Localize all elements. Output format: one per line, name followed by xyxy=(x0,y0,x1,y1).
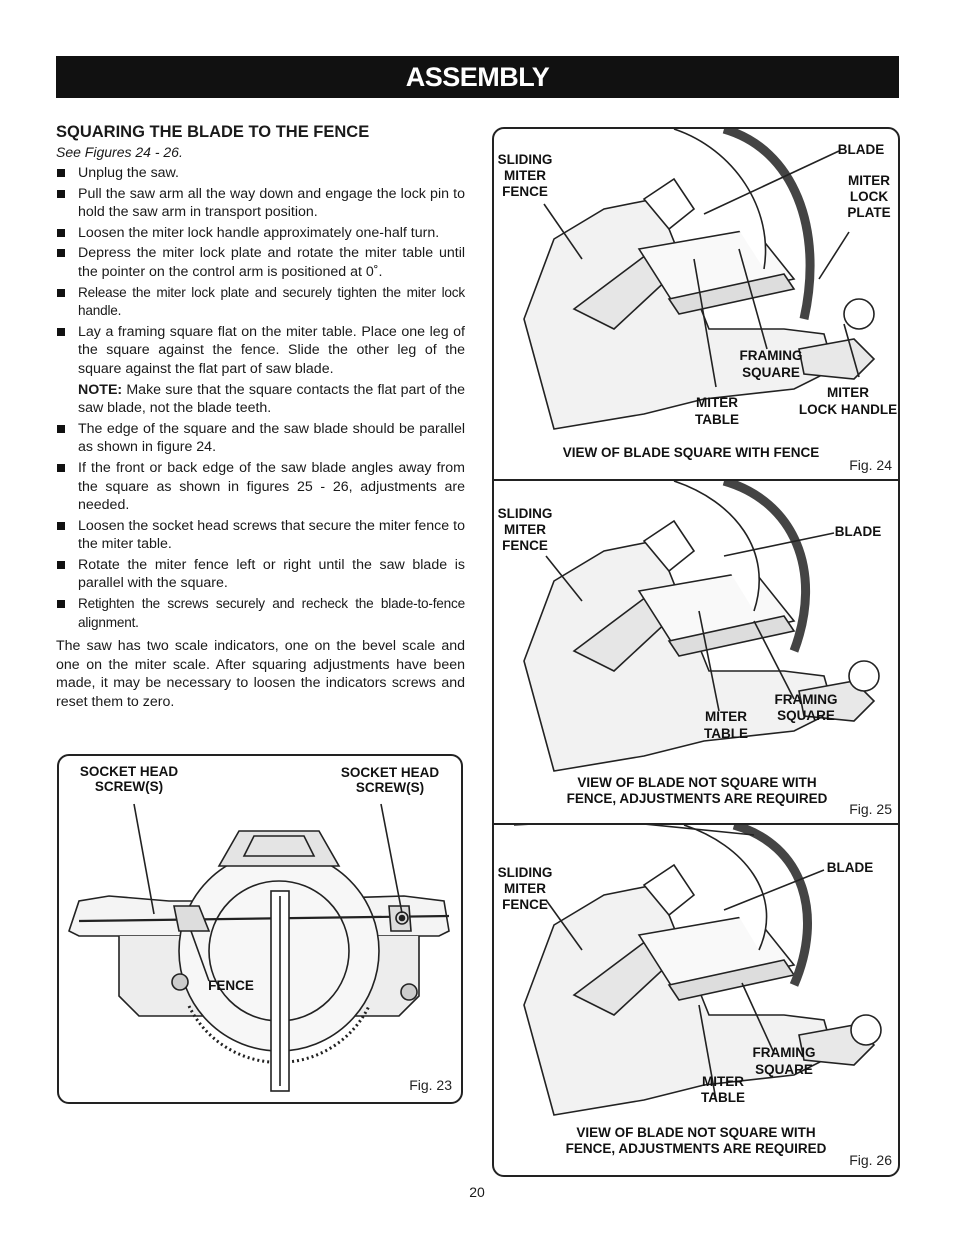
fig26-framing-line1: FRAMING xyxy=(753,1045,816,1060)
step-text: Rotate the miter fence left or right unt… xyxy=(78,556,465,592)
fig26-framing-line2: SQUARE xyxy=(755,1062,813,1077)
fig24-lock-handle-line1: MITER xyxy=(827,385,869,400)
fig26-view-line2: FENCE, ADJUSTMENTS ARE REQUIRED xyxy=(566,1141,827,1156)
bullet-square-icon xyxy=(57,249,65,258)
fig24-blade-label: BLADE xyxy=(838,142,885,157)
step-text: Retighten the screws securely and rechec… xyxy=(78,596,465,630)
step-item: Loosen the miter lock handle approximate… xyxy=(56,224,465,243)
fig23-label-right-line2: SCREW(S) xyxy=(356,780,424,795)
bullet-square-icon xyxy=(57,463,65,472)
figure-24: SLIDING MITER FENCE BLADE MITER LOCK PLA… xyxy=(494,129,898,479)
bullet-square-icon xyxy=(57,600,65,609)
bullet-square-icon xyxy=(57,228,65,237)
figure-25: SLIDING MITER FENCE BLADE FRAMING SQUARE… xyxy=(494,481,898,823)
bullet-square-icon xyxy=(57,560,65,569)
fig25-framing-line2: SQUARE xyxy=(777,708,835,723)
fig25-view-line2: FENCE, ADJUSTMENTS ARE REQUIRED xyxy=(567,791,828,806)
step-item: Release the miter lock plate and securel… xyxy=(56,284,465,321)
bullet-square-icon xyxy=(57,521,65,530)
step-list-continued: The edge of the square and the saw blade… xyxy=(56,420,465,633)
fig25-blade-label: BLADE xyxy=(835,524,882,539)
fig23-label-left-line1: SOCKET HEAD xyxy=(80,764,179,779)
bullet-square-icon xyxy=(57,288,65,297)
fig26-caption: Fig. 26 xyxy=(849,1152,892,1168)
fig24-lock-plate-line2: LOCK xyxy=(850,189,888,204)
step-item: Unplug the saw. xyxy=(56,164,465,183)
page-number: 20 xyxy=(469,1184,485,1200)
step-text: Lay a framing square flat on the miter t… xyxy=(78,323,465,377)
banner-title: ASSEMBLY xyxy=(405,61,550,92)
note-text: Make sure that the square contacts the f… xyxy=(78,381,465,417)
step-text: Depress the miter lock plate and rotate … xyxy=(78,245,465,280)
fig26-sliding-line1: SLIDING xyxy=(498,865,553,880)
bullet-square-icon xyxy=(57,327,65,336)
fig23-label-right-line1: SOCKET HEAD xyxy=(341,765,440,780)
fig26-sliding-line3: FENCE xyxy=(502,897,548,912)
step-item: Loosen the socket head screws that secur… xyxy=(56,517,465,554)
fig25-sliding-line1: SLIDING xyxy=(498,506,553,521)
fig24-lock-plate-line3: PLATE xyxy=(847,205,890,220)
section-title: SQUARING THE BLADE TO THE FENCE xyxy=(56,123,370,141)
fig25-framing-line1: FRAMING xyxy=(775,692,838,707)
saw-top-view-illustration: SOCKET HEAD SCREW(S) SOCKET HEAD SCREW(S… xyxy=(68,764,452,1093)
bullet-square-icon xyxy=(57,169,65,177)
fig25-caption: Fig. 25 xyxy=(849,801,892,817)
fig24-lock-handle-line2: LOCK HANDLE xyxy=(799,402,897,417)
fig23-caption: Fig. 23 xyxy=(409,1077,452,1093)
saw-not-square-illustration-a: SLIDING MITER FENCE BLADE FRAMING SQUARE… xyxy=(498,481,892,817)
fig25-table-line1: MITER xyxy=(705,709,747,724)
step-item: Pull the saw arm all the way down and en… xyxy=(56,185,465,222)
note-paragraph: NOTE: Make sure that the square contacts… xyxy=(56,381,465,418)
fig25-table-line2: TABLE xyxy=(704,726,748,741)
fig23-label-fence: FENCE xyxy=(208,978,254,993)
fig24-table-line1: MITER xyxy=(696,395,738,410)
note-label: NOTE: xyxy=(78,381,123,398)
step-item: If the front or back edge of the saw bla… xyxy=(56,459,465,515)
fig24-framing-line2: SQUARE xyxy=(742,365,800,380)
figure-divider xyxy=(494,823,898,825)
step-text: Release the miter lock plate and securel… xyxy=(78,284,465,319)
step-item: Rotate the miter fence left or right unt… xyxy=(56,556,465,593)
fig26-view-line1: VIEW OF BLADE NOT SQUARE WITH xyxy=(576,1125,815,1140)
fig24-sliding-line2: MITER xyxy=(504,168,546,183)
bullet-square-icon xyxy=(57,424,65,433)
fig24-framing-line1: FRAMING xyxy=(740,348,803,363)
saw-not-square-illustration-b: SLIDING MITER FENCE BLADE FRAMING SQUARE… xyxy=(498,825,892,1168)
fig26-blade-label: BLADE xyxy=(827,860,874,875)
figure-23: SOCKET HEAD SCREW(S) SOCKET HEAD SCREW(S… xyxy=(57,754,463,1104)
step-list: Unplug the saw. Pull the saw arm all the… xyxy=(56,164,465,379)
step-item: The edge of the square and the saw blade… xyxy=(56,420,465,457)
fig26-sliding-line2: MITER xyxy=(504,881,546,896)
step-text: Loosen the socket head screws that secur… xyxy=(78,517,465,553)
step-item: Retighten the screws securely and rechec… xyxy=(56,595,465,632)
figure-26: SLIDING MITER FENCE BLADE FRAMING SQUARE… xyxy=(494,825,898,1175)
fig25-view-line1: VIEW OF BLADE NOT SQUARE WITH xyxy=(577,775,816,790)
step-text: Loosen the miter lock handle approximate… xyxy=(78,224,440,241)
saw-square-illustration: SLIDING MITER FENCE BLADE MITER LOCK PLA… xyxy=(498,129,897,473)
fig24-view-caption: VIEW OF BLADE SQUARE WITH FENCE xyxy=(563,445,820,460)
step-item: Depress the miter lock plate and rotate … xyxy=(56,244,465,281)
see-figures: See Figures 24 - 26. xyxy=(56,144,183,160)
fig25-sliding-line2: MITER xyxy=(504,522,546,537)
fig25-sliding-line3: FENCE xyxy=(502,538,548,553)
instructions-column: SQUARING THE BLADE TO THE FENCE See Figu… xyxy=(56,121,465,712)
fig24-sliding-line1: SLIDING xyxy=(498,152,553,167)
fig23-label-left-line2: SCREW(S) xyxy=(95,779,163,794)
fig26-table-line1: MITER xyxy=(702,1074,744,1089)
step-text: Pull the saw arm all the way down and en… xyxy=(78,185,465,221)
closing-paragraph: The saw has two scale indicators, one on… xyxy=(56,638,465,711)
step-text: The edge of the square and the saw blade… xyxy=(78,420,465,456)
figures-24-26-box: SLIDING MITER FENCE BLADE MITER LOCK PLA… xyxy=(492,127,900,1177)
step-text: If the front or back edge of the saw bla… xyxy=(78,459,465,514)
step-text: Unplug the saw. xyxy=(78,165,179,181)
fig26-table-line2: TABLE xyxy=(701,1090,745,1105)
fig24-table-line2: TABLE xyxy=(695,412,739,427)
fig24-sliding-line3: FENCE xyxy=(502,184,548,199)
figure-divider xyxy=(494,479,898,481)
fig24-lock-plate-line1: MITER xyxy=(848,173,890,188)
step-item: Lay a framing square flat on the miter t… xyxy=(56,323,465,379)
fig24-caption: Fig. 24 xyxy=(849,457,892,473)
page-banner: ASSEMBLY xyxy=(56,56,899,98)
bullet-square-icon xyxy=(57,189,65,198)
